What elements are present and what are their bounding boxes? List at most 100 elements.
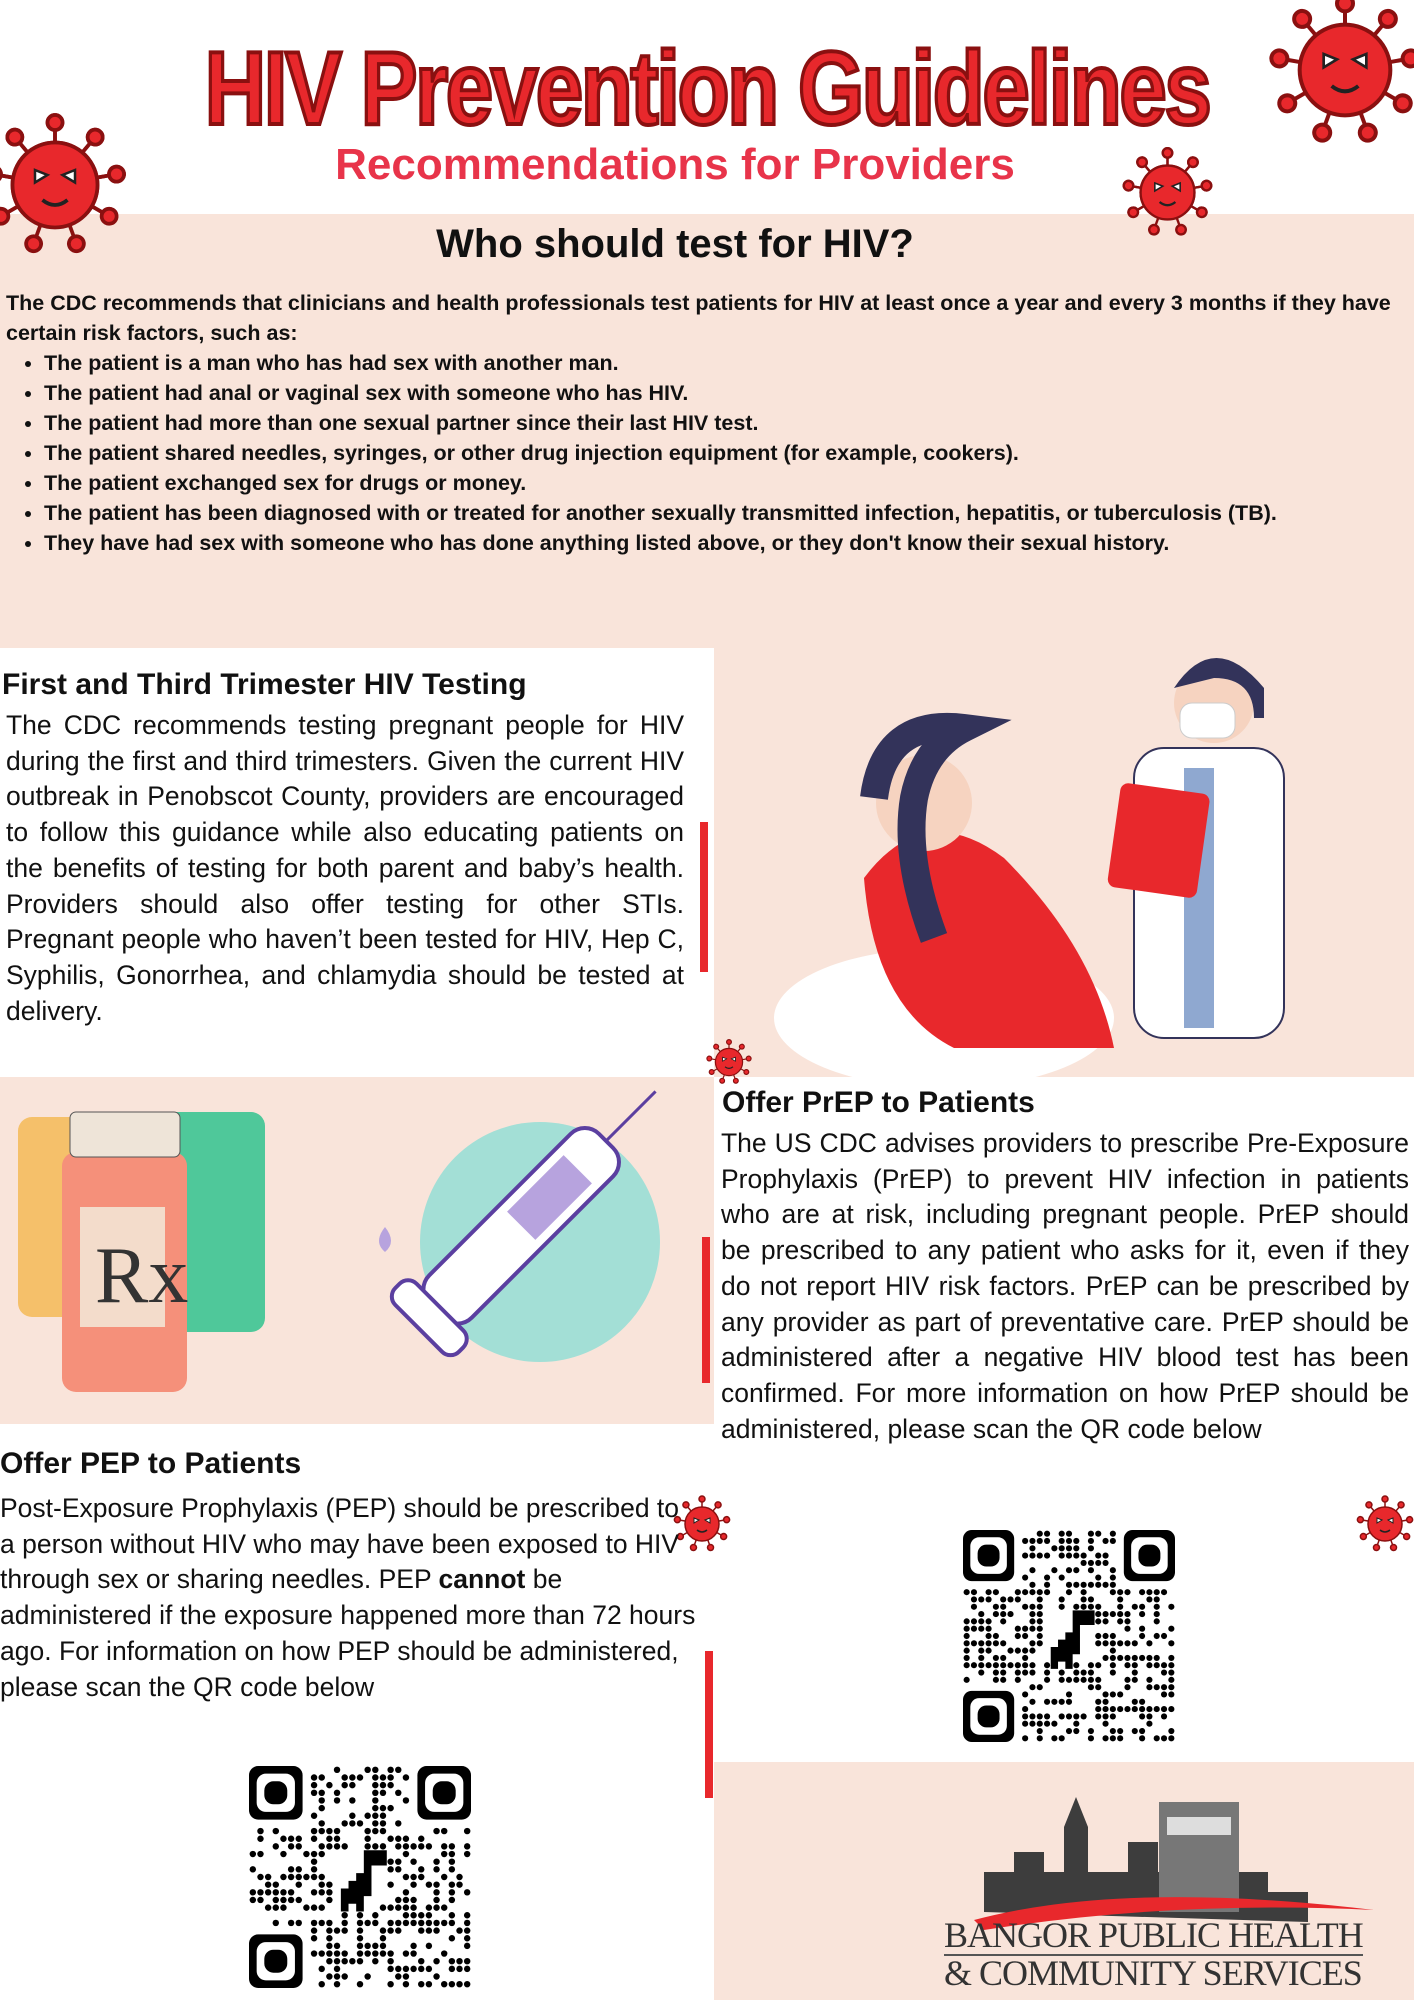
- qr-dot: [1029, 1610, 1036, 1618]
- qr-dot: [318, 1889, 325, 1896]
- pep-qr-code[interactable]: [249, 1766, 471, 1988]
- qr-dot: [318, 1850, 325, 1858]
- qr-dot: [1065, 1713, 1073, 1720]
- qr-dot: [418, 1843, 425, 1850]
- qr-dot: [418, 1912, 425, 1919]
- qr-dot: [1160, 1589, 1168, 1596]
- qr-dot: [1139, 1589, 1146, 1596]
- qr-dot: [280, 1896, 287, 1904]
- section-heading: Who should test for HIV?: [436, 222, 914, 266]
- qr-dot: [978, 1610, 985, 1618]
- qr-dot: [1168, 1640, 1175, 1647]
- qr-dot: [395, 1896, 402, 1904]
- qr-dot: [1043, 1552, 1051, 1559]
- qr-dot: [356, 1980, 364, 1988]
- qr-dot: [364, 1835, 371, 1842]
- qr-dot: [410, 1858, 417, 1865]
- qr-dot: [1146, 1596, 1153, 1603]
- qr-dot: [1117, 1735, 1124, 1742]
- qr-dot: [387, 1804, 394, 1812]
- qr-dot: [257, 1835, 264, 1842]
- qr-dot: [1146, 1640, 1153, 1647]
- qr-dot: [978, 1618, 985, 1625]
- qr-dot: [1051, 1567, 1058, 1574]
- qr-dot: [372, 1789, 379, 1797]
- qr-dot: [349, 1781, 356, 1789]
- qr-dot: [463, 1957, 471, 1965]
- qr-dot: [341, 1781, 348, 1789]
- qr-dot: [1036, 1713, 1043, 1720]
- qr-dot: [448, 1850, 456, 1858]
- qr-dot: [1051, 1735, 1058, 1742]
- qr-dot: [1139, 1706, 1146, 1713]
- qr-finder: [264, 1781, 288, 1805]
- who-should-test-section: [0, 214, 1414, 648]
- qr-dot: [287, 1896, 295, 1904]
- qr-dot: [379, 1812, 387, 1819]
- qr-dot: [1109, 1632, 1116, 1640]
- qr-dot: [1124, 1654, 1131, 1662]
- qr-finder: [264, 1949, 288, 1973]
- prep-qr-code[interactable]: [963, 1530, 1175, 1742]
- qr-dot: [1139, 1654, 1146, 1662]
- qr-dot: [387, 1919, 394, 1927]
- qr-dot: [310, 1835, 318, 1842]
- trimester-heading: First and Third Trimester HIV Testing: [2, 668, 527, 701]
- qr-dot: [333, 1766, 341, 1774]
- qr-dot: [318, 1904, 325, 1911]
- qr-dot: [310, 1889, 318, 1896]
- qr-dot: [372, 1804, 379, 1812]
- qr-dot: [1029, 1552, 1036, 1559]
- qr-dot: [1036, 1625, 1043, 1632]
- qr-dot: [448, 1935, 456, 1942]
- qr-dot: [310, 1858, 318, 1865]
- qr-dot: [318, 1980, 325, 1988]
- qr-dot: [440, 1980, 448, 1988]
- qr-dot: [970, 1589, 978, 1596]
- qr-finder: [977, 1705, 1000, 1728]
- qr-dot: [425, 1965, 433, 1973]
- qr-dot: [1153, 1610, 1160, 1618]
- qr-dot: [349, 1797, 356, 1804]
- qr-dot: [992, 1603, 999, 1610]
- virus-icon: [1355, 1494, 1414, 1554]
- qr-dot: [402, 1912, 410, 1919]
- qr-dot: [310, 1827, 318, 1835]
- list-item: The patient had anal or vaginal sex with…: [44, 378, 1406, 408]
- qr-dot: [1095, 1618, 1102, 1625]
- qr-dot: [387, 1774, 394, 1781]
- qr-dot: [1022, 1706, 1029, 1713]
- qr-dot: [387, 1980, 394, 1988]
- qr-dot: [1153, 1618, 1160, 1625]
- qr-dot: [1036, 1530, 1043, 1537]
- qr-dot: [963, 1632, 970, 1640]
- qr-dot: [264, 1873, 272, 1881]
- qr-dot: [1014, 1632, 1021, 1640]
- qr-dot: [410, 1881, 417, 1888]
- qr-dot: [1131, 1676, 1138, 1683]
- qr-dot: [433, 1919, 440, 1927]
- qr-dot: [992, 1676, 999, 1683]
- qr-dot: [1043, 1698, 1051, 1705]
- qr-dot: [1102, 1552, 1109, 1559]
- qr-dot: [410, 1942, 417, 1950]
- qr-dot: [395, 1766, 402, 1774]
- qr-dot: [1124, 1676, 1131, 1683]
- qr-dot: [1022, 1735, 1029, 1742]
- qr-dot: [456, 1873, 463, 1881]
- qr-dot: [310, 1812, 318, 1819]
- qr-dot: [372, 1774, 379, 1781]
- qr-dot: [1168, 1727, 1175, 1735]
- qr-dot: [333, 1942, 341, 1950]
- qr-dot: [1087, 1684, 1095, 1691]
- qr-dot: [387, 1965, 394, 1973]
- qr-dot: [992, 1589, 999, 1596]
- qr-dot: [356, 1957, 364, 1965]
- qr-dot: [310, 1927, 318, 1934]
- qr-dot: [341, 1927, 348, 1934]
- qr-dot: [249, 1850, 257, 1858]
- qr-dot: [1102, 1618, 1109, 1625]
- qr-dot: [341, 1912, 348, 1919]
- qr-dot: [1124, 1684, 1131, 1691]
- qr-dot: [1087, 1676, 1095, 1683]
